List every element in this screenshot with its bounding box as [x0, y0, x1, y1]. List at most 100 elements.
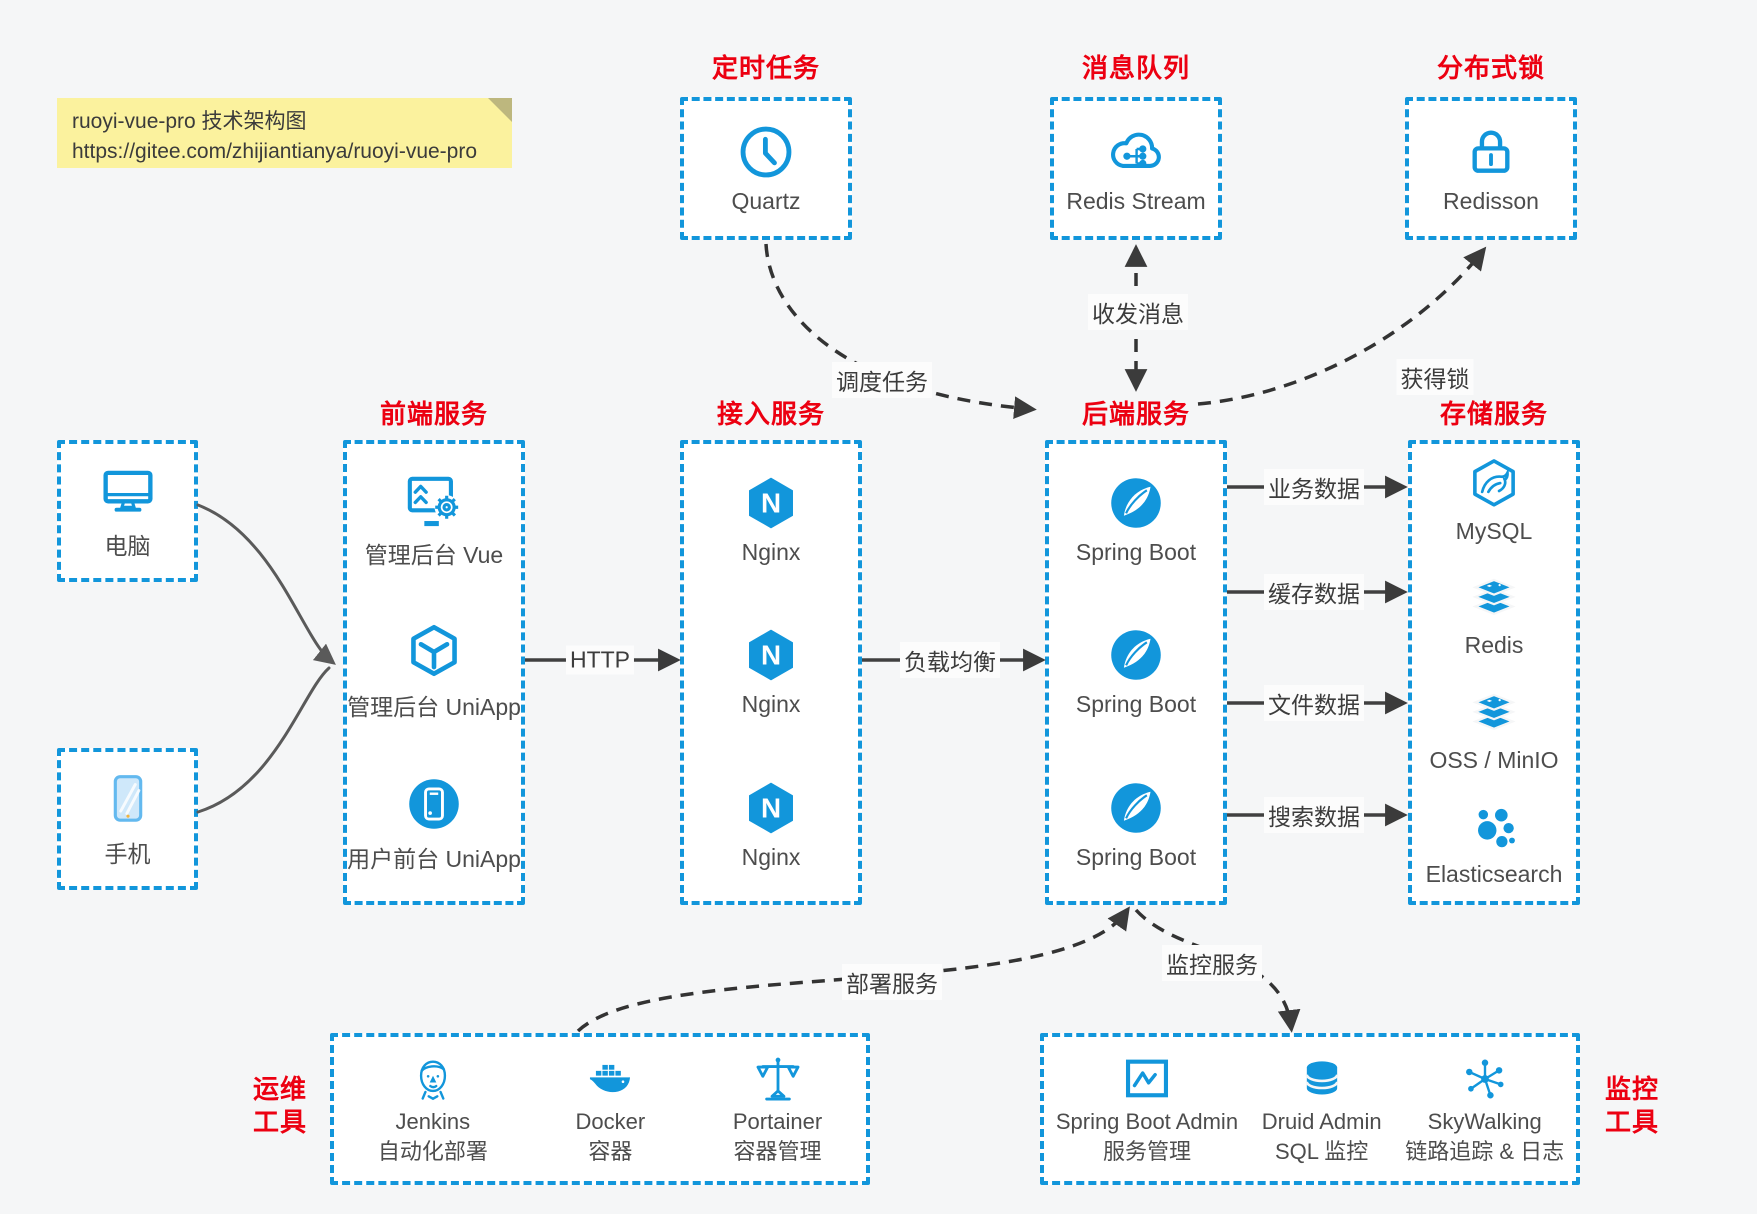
edge-label-business-data: 业务数据 — [1264, 469, 1364, 505]
pc-to-frontend-arrow — [196, 503, 336, 665]
svg-text:N: N — [761, 640, 781, 671]
nginx-icon: N — [749, 630, 793, 681]
node-desc: 容器管理 — [733, 1139, 822, 1164]
edge-label-file-data: 文件数据 — [1264, 685, 1364, 721]
svg-text:N: N — [761, 792, 781, 823]
node-admin-uniapp: 管理后台 UniApp — [347, 623, 521, 722]
node-desc: SQL 监控 — [1274, 1139, 1369, 1164]
node-label: 管理后台 Vue — [364, 541, 504, 568]
node-label: 电脑 — [104, 532, 151, 559]
mq-title: 消息队列 — [1081, 53, 1190, 83]
node-quartz: Quartz — [731, 123, 801, 215]
node-admin-vue: 管理后台 Vue — [365, 471, 503, 570]
devops-box: Jenkins 自动化部署 Docker 容器 — [330, 1033, 870, 1185]
mq-box: Redis Stream — [1050, 97, 1222, 240]
node-nginx-2: N Nginx — [741, 626, 801, 718]
node-user-uniapp: 用户前台 UniApp — [347, 775, 521, 874]
node-name: Spring Boot Admin — [1055, 1108, 1239, 1134]
oss-stack-icon — [1472, 693, 1516, 730]
edge-label-send-receive-message: 收发消息 — [1088, 294, 1188, 330]
edge-label-cache-data: 缓存数据 — [1264, 574, 1364, 610]
node-name: Docker — [575, 1108, 646, 1134]
nginx-icon: N — [749, 782, 793, 834]
node-portainer: Portainer 容器管理 — [733, 1053, 822, 1166]
devops-tools-label: 运维 工具 — [252, 1074, 307, 1137]
node-label: OSS / MinIO — [1429, 746, 1559, 773]
node-label: Redis Stream — [1066, 187, 1206, 214]
node-mysql: MySQL — [1455, 457, 1533, 545]
cloud-stream-icon — [1111, 132, 1161, 168]
node-spring-boot-admin: Spring Boot Admin 服务管理 — [1056, 1053, 1238, 1166]
mobile-to-frontend-arrow — [196, 666, 331, 814]
node-name: Jenkins — [395, 1108, 471, 1134]
node-springboot-2: Spring Boot — [1076, 626, 1196, 718]
node-label: Spring Boot — [1075, 539, 1197, 566]
node-desc: 链路追踪 & 日志 — [1405, 1139, 1565, 1164]
node-label: Spring Boot — [1075, 843, 1197, 870]
node-nginx-1: N Nginx — [741, 474, 801, 566]
node-springboot-3: Spring Boot — [1076, 779, 1196, 871]
node-docker: Docker 容器 — [575, 1053, 646, 1166]
node-desc: 服务管理 — [1102, 1139, 1191, 1164]
node-label: Nginx — [741, 691, 801, 718]
spring-boot-icon — [1111, 478, 1161, 528]
redis-stack-icon — [1472, 579, 1516, 616]
node-desc: 容器 — [588, 1139, 633, 1164]
node-label: MySQL — [1455, 518, 1533, 545]
spring-boot-icon — [1111, 630, 1161, 681]
monitoring-tools-label: 监控 工具 — [1604, 1074, 1659, 1137]
spring-boot-icon — [1111, 783, 1161, 833]
spring-boot-admin-icon — [1125, 1059, 1168, 1097]
lock-icon — [1472, 130, 1510, 173]
lock-title: 分布式锁 — [1436, 53, 1545, 83]
backend-box: Spring Boot Spring Boot Spring Boot — [1045, 440, 1227, 905]
edge-label-load-balance: 负载均衡 — [900, 642, 1000, 678]
node-label: Redisson — [1443, 187, 1539, 214]
portainer-scales-icon — [756, 1057, 799, 1100]
edge-label-schedule-task: 调度任务 — [832, 362, 932, 398]
node-pc: 电脑 — [99, 462, 157, 561]
frontend-title: 前端服务 — [379, 399, 488, 429]
edge-label-acquire-lock: 获得锁 — [1396, 359, 1474, 395]
admin-dashboard-icon — [407, 476, 459, 526]
node-springboot-1: Spring Boot — [1076, 474, 1196, 566]
node-label: 管理后台 UniApp — [347, 693, 521, 720]
clock-icon — [740, 126, 792, 177]
uniapp-cube-icon — [411, 624, 457, 677]
jenkins-icon — [419, 1059, 446, 1100]
node-label: Nginx — [741, 843, 801, 870]
node-label: Quartz — [731, 187, 801, 214]
storage-box: MySQL Redis OSS / MinIO — [1408, 440, 1580, 905]
node-label: Nginx — [741, 539, 801, 566]
node-label: Elasticsearch — [1425, 860, 1563, 887]
storage-title: 存储服务 — [1439, 399, 1548, 429]
note-title: ruoyi-vue-pro 技术架构图 — [72, 110, 307, 133]
node-druid-admin: Druid Admin SQL 监控 — [1262, 1053, 1382, 1166]
mysql-icon — [1473, 459, 1515, 507]
node-name: SkyWalking — [1427, 1108, 1542, 1134]
scheduler-title: 定时任务 — [711, 53, 820, 83]
sticky-note: ruoyi-vue-pro 技术架构图 https://gitee.com/zh… — [57, 98, 512, 168]
node-jenkins: Jenkins 自动化部署 — [378, 1053, 488, 1166]
docker-icon — [590, 1064, 631, 1092]
node-redis-stream: Redis Stream — [1066, 123, 1206, 215]
gateway-box: N Nginx N Nginx N Nginx — [680, 440, 862, 905]
gateway-title: 接入服务 — [716, 399, 825, 429]
node-redisson: Redisson — [1443, 123, 1539, 215]
skywalking-network-icon — [1465, 1059, 1504, 1098]
backend-title: 后端服务 — [1081, 399, 1190, 429]
frontend-box: 管理后台 Vue 管理后台 UniApp 用户前台 UniApp — [343, 440, 525, 905]
node-name: Druid Admin — [1261, 1108, 1382, 1134]
nginx-icon: N — [749, 477, 793, 529]
phone-icon — [113, 774, 142, 822]
desktop-icon — [102, 470, 153, 512]
note-url: https://gitee.com/zhijiantianya/ruoyi-vu… — [72, 140, 478, 164]
edge-label-deploy-service: 部署服务 — [842, 964, 942, 1000]
node-mobile: 手机 — [99, 770, 157, 869]
edge-label-monitor-service: 监控服务 — [1162, 945, 1262, 981]
druid-database-icon — [1305, 1060, 1339, 1094]
mobile-box: 手机 — [57, 748, 198, 890]
pc-box: 电脑 — [57, 440, 198, 582]
monitoring-box: Spring Boot Admin 服务管理 Druid Admin SQL 监… — [1040, 1033, 1580, 1185]
